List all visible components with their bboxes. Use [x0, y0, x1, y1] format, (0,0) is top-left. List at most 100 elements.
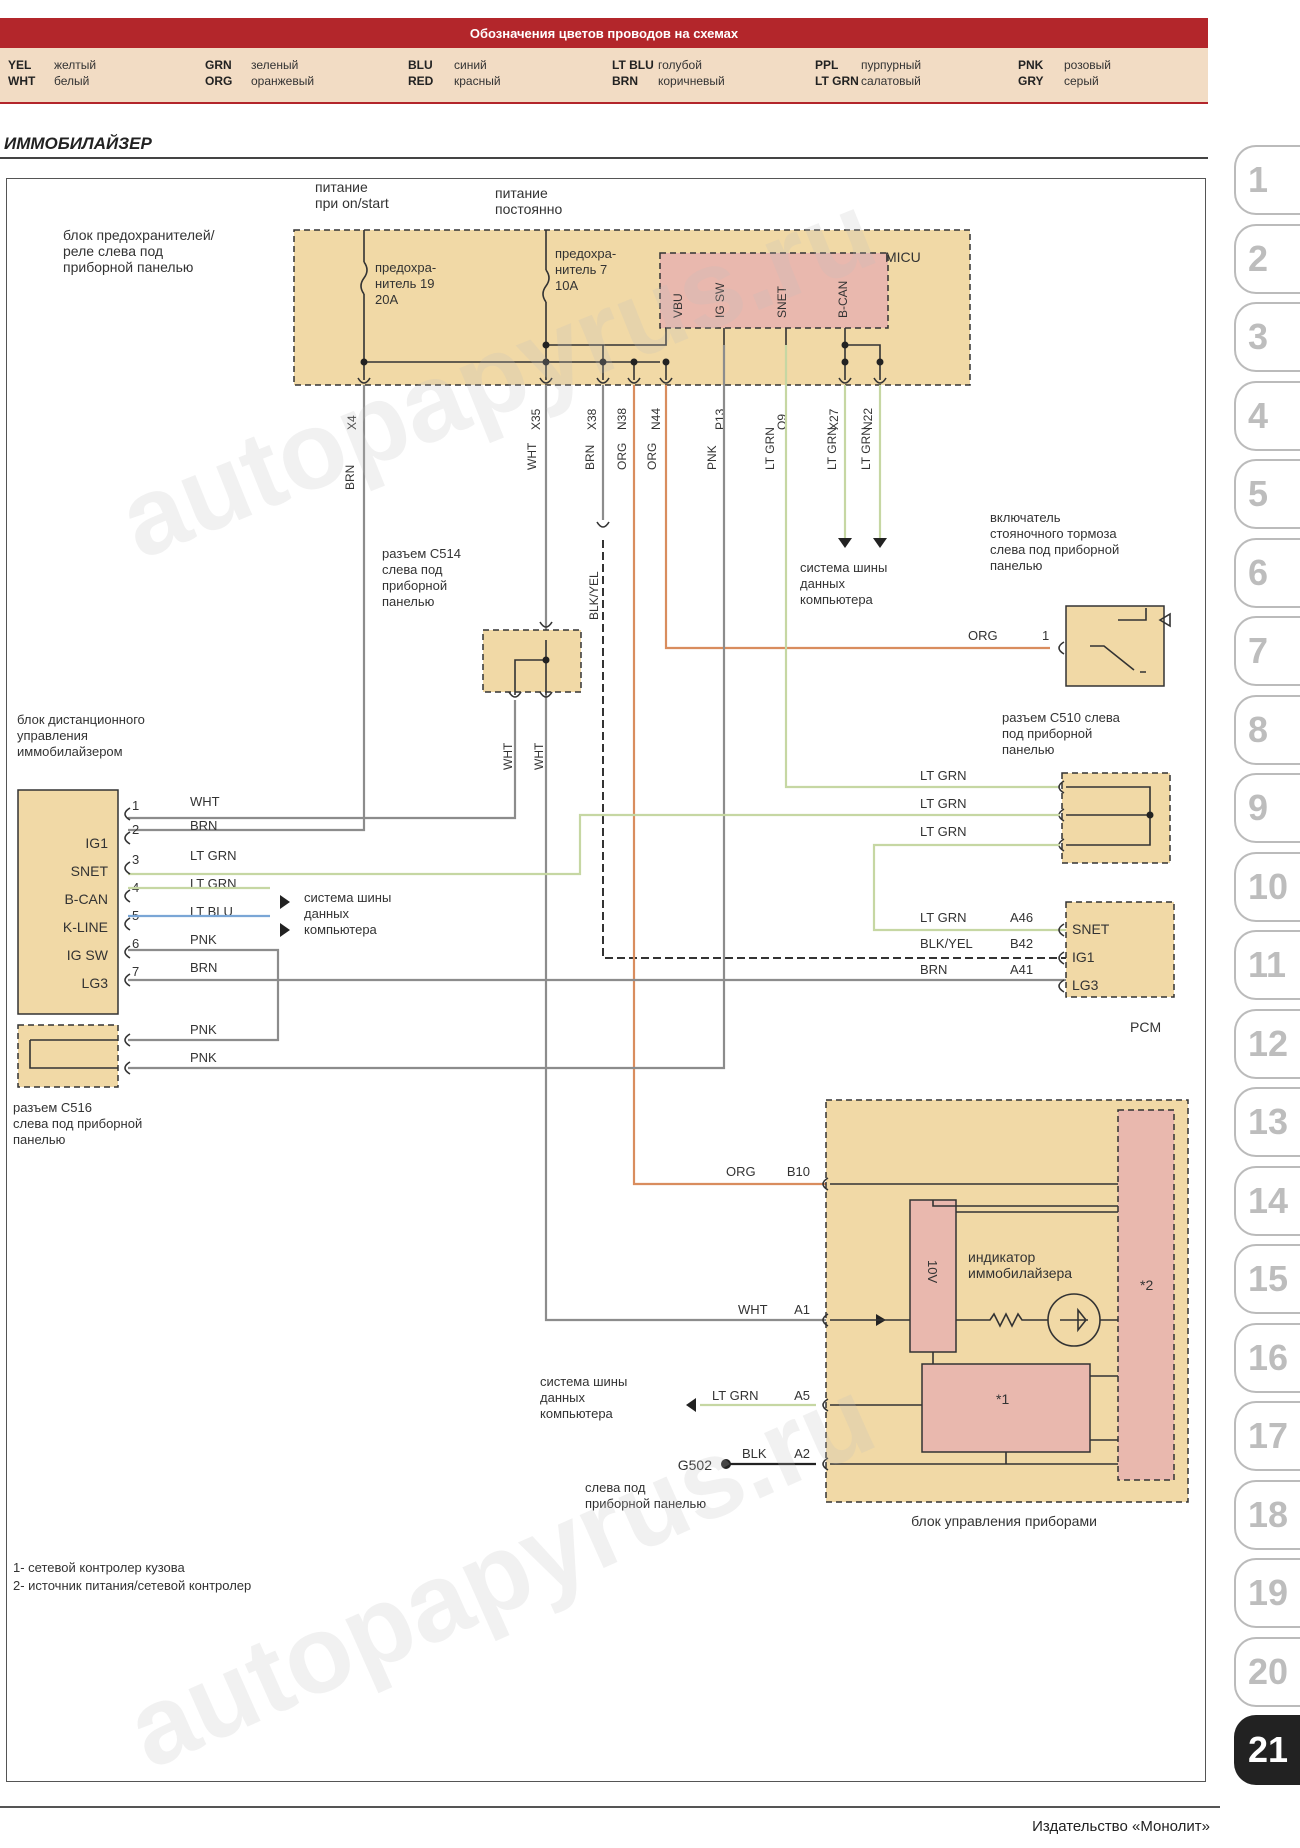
- fuse7-label: нитель 7: [555, 262, 607, 277]
- chapter-tab-19[interactable]: 19: [1234, 1558, 1300, 1628]
- legend-code: YEL: [8, 58, 32, 72]
- chapter-tab-7[interactable]: 7: [1234, 616, 1300, 686]
- legend-code: BRN: [612, 74, 638, 88]
- pcm-module: [1065, 901, 1175, 998]
- junction-dot: [662, 358, 670, 366]
- data-bus-arrow-icon: [686, 1398, 696, 1412]
- chapter-tab-13[interactable]: 13: [1234, 1087, 1300, 1157]
- switch-icon: [1090, 608, 1171, 673]
- chapter-tab-16[interactable]: 16: [1234, 1322, 1300, 1393]
- micu-pin-snet: SNET: [775, 285, 789, 318]
- legend-color-name: оранжевый: [251, 74, 315, 88]
- label-fuse-block: блок предохранителей/: [63, 227, 215, 243]
- chapter-tab-14[interactable]: 14: [1234, 1165, 1300, 1236]
- pin-label-1: 1: [1042, 628, 1049, 643]
- chapter-tab-5[interactable]: 5: [1234, 459, 1300, 529]
- wire-label-cluster: BLK: [742, 1446, 767, 1461]
- wire-label: LT GRN: [859, 427, 873, 470]
- chapter-tab-20[interactable]: 20: [1234, 1636, 1300, 1707]
- connector-terminal: [124, 1033, 131, 1047]
- pin-id-x38: X38: [585, 408, 599, 430]
- connector-terminal: [1058, 780, 1065, 794]
- wire-label-org-brake: ORG: [968, 628, 998, 643]
- remote-pin-number: 6: [132, 936, 139, 951]
- remote-pin-ig1: IG1: [85, 835, 108, 851]
- wire-label-pcm: LT GRN: [920, 910, 966, 925]
- wire-org-n44: [664, 385, 1050, 650]
- chapter-tab-17[interactable]: 17: [1234, 1401, 1300, 1471]
- remote-pin-number: 2: [132, 822, 139, 837]
- label-data-bus-cluster: данных: [540, 1390, 586, 1405]
- chapter-tab-15[interactable]: 15: [1234, 1244, 1300, 1314]
- wire-label-wht: WHT: [501, 742, 515, 770]
- connector-terminal: [838, 377, 852, 384]
- chapter-tab-11[interactable]: 11: [1234, 930, 1300, 1000]
- label-power-on-start: питание: [315, 179, 368, 195]
- chapter-tab-3[interactable]: 3: [1234, 302, 1300, 372]
- chapter-tab-1[interactable]: 1: [1234, 145, 1300, 215]
- micu-pin-ig-sw: IG SW: [713, 282, 727, 318]
- label-data-bus-cluster: система шины: [540, 1374, 627, 1389]
- connector-terminal: [596, 377, 610, 384]
- label-fuse-block: реле слева под: [63, 243, 163, 259]
- label-10v: 10V: [925, 1260, 940, 1283]
- label-data-bus-left: система шины: [304, 890, 391, 905]
- publisher-credit: Издательство «Монолит»: [1032, 1818, 1210, 1835]
- wire-label-pcm: BLK/YEL: [920, 936, 973, 951]
- wire-label: LT GRN: [763, 427, 777, 470]
- label-data-bus-top: система шины: [800, 560, 887, 575]
- c514-internal: [514, 640, 547, 695]
- pcm-pin-id: A46: [1010, 910, 1033, 925]
- fuse7-label: предохра-: [555, 246, 616, 261]
- chapter-tab-12[interactable]: 12: [1234, 1008, 1300, 1079]
- fuse19-label: нитель 19: [375, 276, 434, 291]
- wire-label-remote: PNK: [190, 932, 217, 947]
- legend-code: PPL: [815, 58, 839, 72]
- junction-dot: [876, 358, 884, 366]
- parking-brake-switch: [1065, 605, 1165, 687]
- legend-color-name: зеленый: [251, 58, 299, 72]
- chapter-tab-2[interactable]: 2: [1234, 223, 1300, 294]
- junction-dot: [630, 358, 638, 366]
- junction-dot: [542, 656, 550, 664]
- junction-dot: [841, 341, 849, 349]
- wire-label: BRN: [583, 445, 597, 470]
- remote-pin-lg3: LG3: [82, 975, 109, 991]
- junction-dot: [1146, 811, 1154, 819]
- cluster-pin-id: A5: [794, 1388, 810, 1403]
- fuse7-icon: [542, 269, 550, 303]
- wire-label-cluster: WHT: [738, 1302, 768, 1317]
- pcm-pin-id: A41: [1010, 962, 1033, 977]
- chapter-tab-8[interactable]: 8: [1234, 694, 1300, 765]
- chapter-tab-21[interactable]: 21: [1234, 1715, 1300, 1785]
- wire-label-remote: LT GRN: [190, 848, 236, 863]
- wire-label: ORG: [615, 443, 629, 470]
- wire-wht-c514-pin1: [128, 700, 517, 820]
- fuse7-label: 10А: [555, 278, 578, 293]
- connector-terminal: [822, 1177, 829, 1191]
- fuse19-label: предохра-: [375, 260, 436, 275]
- chapter-tab-18[interactable]: 18: [1234, 1479, 1300, 1550]
- chapter-tab-9[interactable]: 9: [1234, 773, 1300, 843]
- chapter-tab-6[interactable]: 6: [1234, 537, 1300, 608]
- label-connector-c516: слева под приборной: [13, 1116, 142, 1131]
- legend-code: RED: [408, 74, 434, 88]
- chapter-tab-10[interactable]: 10: [1234, 851, 1300, 922]
- legend-color-name: розовый: [1064, 58, 1111, 72]
- pcm-pin-id: B42: [1010, 936, 1033, 951]
- chapter-tab-4[interactable]: 4: [1234, 380, 1300, 451]
- data-bus-arrow-icon: [280, 895, 290, 909]
- cluster-10v-internal: [932, 1200, 1118, 1207]
- connector-terminal: [124, 945, 131, 959]
- cluster-pin-id: A2: [794, 1446, 810, 1461]
